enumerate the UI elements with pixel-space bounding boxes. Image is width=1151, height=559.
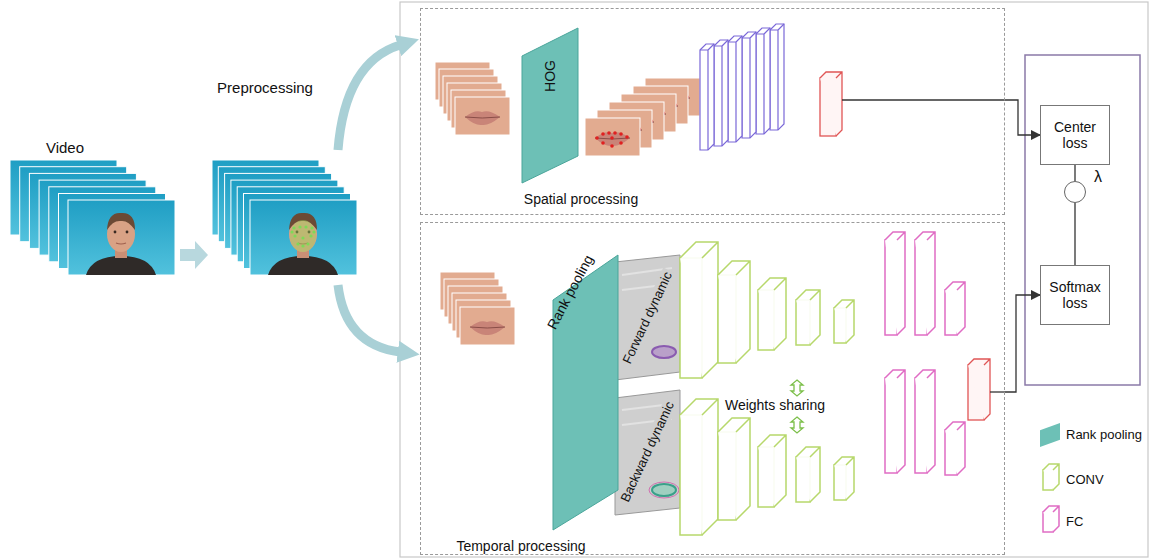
landmark — [292, 226, 295, 229]
rank-pooling-layer: Rank pooling — [553, 255, 618, 530]
fc-edges — [945, 282, 965, 335]
dynamic-image-label: Backward dynamic — [617, 398, 678, 507]
slab-face — [522, 28, 578, 183]
feature-line — [990, 391, 1005, 392]
temporal-processing-region: Temporal processing Rank pooling — [420, 222, 1005, 555]
feature-vector — [820, 72, 842, 136]
landmark — [298, 225, 301, 228]
fc-edges — [885, 370, 905, 473]
dynamic-image-label: Forward dynamic — [619, 268, 676, 368]
connector-arrow — [1005, 100, 1040, 135]
landmark — [301, 244, 304, 247]
conv-edges — [758, 435, 786, 507]
mouth-frame — [460, 307, 515, 345]
conv-sample-edges — [1043, 464, 1059, 490]
weight-node: λ — [1064, 181, 1086, 203]
fc-sample-edges — [1043, 506, 1059, 532]
box-label: Center loss — [1045, 119, 1105, 151]
conv-stack — [680, 242, 854, 535]
fc-edges — [885, 232, 905, 335]
fc-edges — [945, 422, 965, 475]
conv-edges — [680, 399, 718, 535]
connector-line — [1074, 203, 1075, 265]
legend-label: Rank pooling — [1066, 428, 1142, 443]
feature-panel — [756, 28, 770, 134]
fc-edges — [915, 232, 935, 335]
loss-box: Center loss — [1040, 105, 1110, 165]
dynamic-eye-outline — [649, 482, 679, 498]
shape-label: HOG — [542, 60, 558, 92]
face-mask — [290, 220, 316, 252]
feature-panel — [700, 44, 714, 150]
legend-label: FC — [1066, 515, 1083, 530]
conv-edges — [796, 447, 820, 502]
flow-arrow — [180, 241, 208, 269]
legend-swatch — [1040, 423, 1060, 447]
dynamic-eye — [652, 484, 676, 496]
feature-vector — [968, 359, 990, 420]
shape-label: Temporal processing — [456, 538, 585, 554]
spatial-processing-region: Spatial processing HOG — [420, 8, 1005, 215]
stage-title: Video — [46, 139, 84, 156]
vector-edges — [968, 359, 990, 420]
connector-line — [1074, 165, 1075, 181]
landmark-overlay — [290, 220, 316, 252]
video-frame — [250, 200, 357, 275]
dynamic-image — [615, 255, 680, 380]
shape-label: λ — [1094, 168, 1102, 186]
landmark — [290, 230, 293, 233]
sharing-arrow — [791, 417, 803, 433]
conv-edges — [834, 457, 854, 500]
hog-layer: HOG — [522, 28, 578, 183]
fc-edges — [915, 370, 935, 473]
landmark — [310, 226, 313, 229]
landmark — [306, 242, 309, 245]
landmarks — [290, 225, 315, 247]
loss-box: Softmax loss — [1040, 265, 1110, 325]
hog-frame — [585, 118, 640, 156]
conv-edges — [718, 418, 750, 520]
fc-stack — [885, 232, 965, 475]
connector-arrow — [1005, 295, 1040, 392]
branch-arrow — [338, 45, 400, 150]
legend-fc-sample — [1043, 506, 1059, 532]
landmark — [309, 234, 312, 237]
legend-conv-sample — [1043, 464, 1059, 490]
video-frame — [68, 200, 175, 275]
feature-panel — [728, 36, 742, 142]
panel-border — [400, 2, 1148, 557]
feature-panel — [770, 24, 784, 130]
conv-edges — [758, 278, 786, 350]
feature-panel — [742, 32, 756, 138]
conv-edges — [680, 242, 718, 378]
branch-arrow — [338, 285, 400, 352]
dynamic-image — [615, 390, 680, 515]
loss-panel — [1025, 55, 1140, 385]
vector-edges — [820, 72, 842, 136]
mouth-frame — [455, 97, 510, 135]
shape-label: Spatial processing — [524, 191, 638, 207]
conv-edges — [718, 261, 750, 363]
feature-line — [842, 99, 1005, 100]
stage-title: Preprocessing — [217, 79, 313, 96]
sharing-arrow — [791, 380, 803, 396]
feature-panel — [714, 40, 728, 146]
landmark — [301, 236, 304, 239]
legend-label: CONV — [1066, 473, 1104, 488]
landmark — [293, 234, 296, 237]
conv-edges — [796, 290, 820, 345]
box-label: Softmax loss — [1045, 279, 1105, 311]
conv-edges — [834, 300, 854, 343]
landmark — [304, 225, 307, 228]
slab-shape — [522, 28, 578, 183]
dynamic-eye — [652, 346, 676, 358]
landmark — [312, 230, 315, 233]
annotation: Weights sharing — [725, 397, 825, 413]
landmark — [296, 242, 299, 245]
